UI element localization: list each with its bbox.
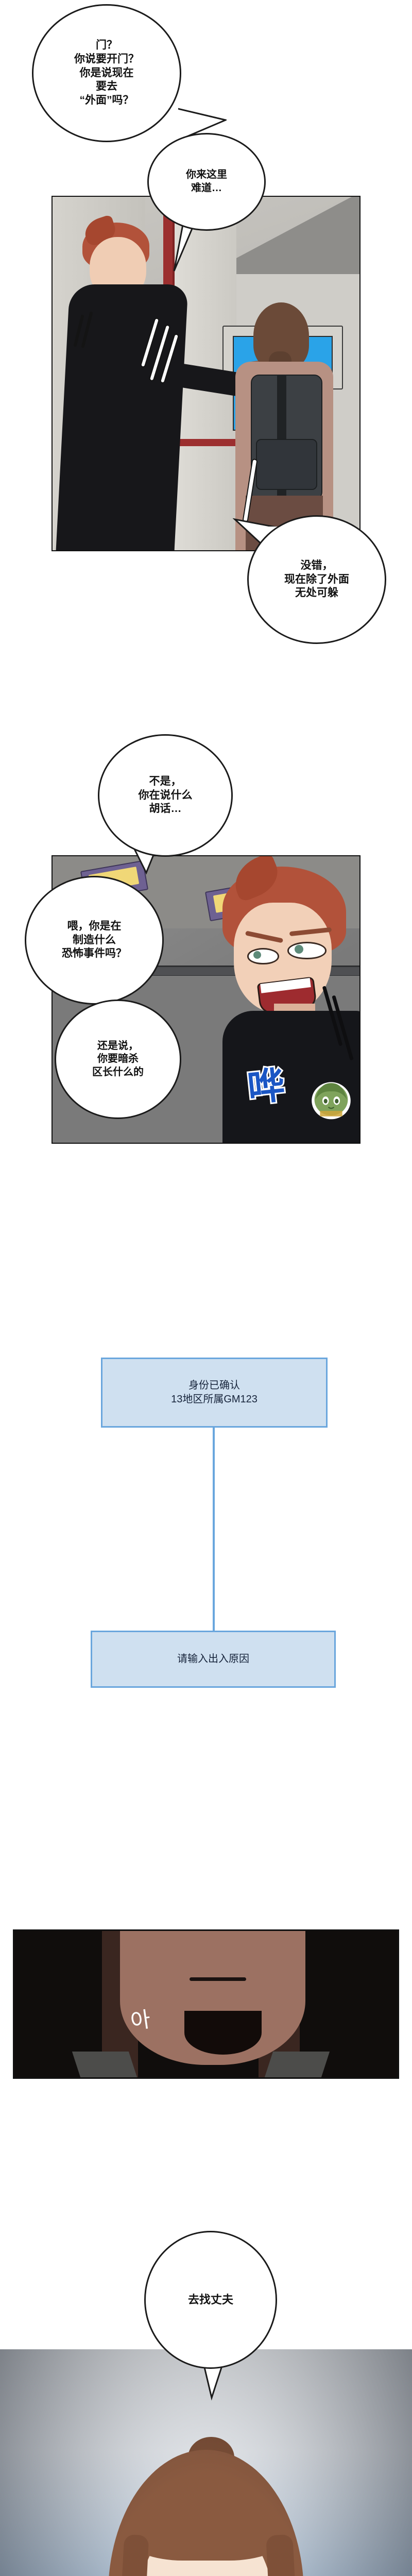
panel1-backpack-pocket — [256, 439, 317, 490]
bubble-door-question: 门？ 你说要开门？ 你是说现在 要去 “外面”吗？ — [32, 4, 181, 142]
comic-panel-3: 아 — [13, 1929, 399, 2079]
panel3-neck-shadow — [184, 2011, 262, 2055]
chibi-sticker-icon — [312, 1082, 351, 1120]
panel1-man-body — [56, 284, 188, 550]
bubble-terror-incident-text: 喂，你是在 制造什么 恐怖事件吗？ — [62, 920, 127, 960]
enter-reason-box[interactable]: 请输入出入原因 — [91, 1631, 336, 1688]
bubble-find-husband-text: 去找丈夫 — [187, 2293, 233, 2306]
identity-confirmed-line1: 身份已确认 — [188, 1380, 240, 1391]
terminal-connector-line — [213, 1425, 215, 1631]
panel4-vignette — [0, 2349, 412, 2576]
identity-confirmed-box: 身份已确认 13地区所属GM123 — [101, 1358, 328, 1428]
bubble-nonsense-text: 不是， 你在说什么 胡话… — [138, 775, 193, 815]
identity-confirmed-line2: 13地区所属GM123 — [171, 1394, 258, 1405]
bubble-find-husband: 去找丈夫 — [144, 2231, 277, 2369]
enter-reason-text: 请输入出入原因 — [177, 1653, 249, 1665]
panel3-lip — [190, 1977, 246, 1981]
panel2-man-eye-right — [287, 942, 327, 959]
panel3-strap-left — [72, 2052, 138, 2077]
bubble-why-here-text: 你来这里 难道… — [186, 169, 227, 194]
sfx-ka-blue: 哗 — [244, 1063, 286, 1111]
bubble-why-here: 你来这里 难道… — [147, 133, 266, 231]
comic-panel-4 — [0, 2349, 412, 2576]
comic-panel-1 — [52, 196, 360, 551]
panel2-man-eye-left — [247, 948, 279, 964]
bubble-terror-incident: 喂，你是在 制造什么 恐怖事件吗？ — [25, 876, 164, 1005]
bubble-nonsense: 不是， 你在说什么 胡话… — [98, 734, 233, 857]
bubble-nowhere-to-hide: 没错， 现在除了外面 无处可躲 — [247, 515, 386, 644]
panel2-man-pupil-left — [253, 951, 261, 959]
bubble-assassinate-text: 还是说， 你要暗杀 区长什么的 — [92, 1040, 144, 1078]
panel3-strap-right — [264, 2052, 330, 2077]
bubble-door-question-text: 门？ 你说要开门？ 你是说现在 要去 “外面”吗？ — [74, 39, 139, 107]
bubble-assassinate: 还是说， 你要暗杀 区长什么的 — [55, 999, 181, 1119]
bubble-nowhere-to-hide-text: 没错， 现在除了外面 无处可躲 — [284, 559, 349, 599]
panel2-man-pupil-right — [295, 945, 303, 954]
sfx-ah-white: 아 — [129, 2007, 152, 2034]
